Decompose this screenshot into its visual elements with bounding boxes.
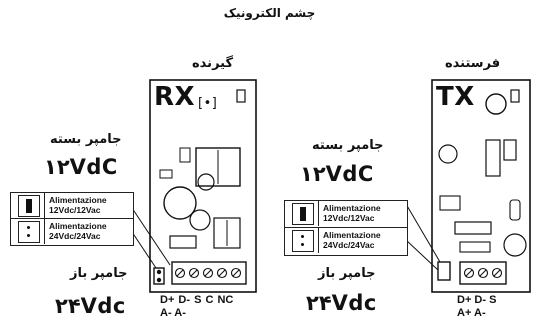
transmitter-pins-top: D+ D- S (457, 294, 497, 306)
open-jumper-icon (18, 221, 40, 243)
transmitter-closed-jumper-label: جامپر بسته (312, 138, 384, 153)
transmitter-pins-bottom: A+ A- (457, 307, 486, 319)
receiver-open-voltage: ۲۴Vdc (55, 294, 126, 318)
transmitter-terminal-screws (463, 267, 503, 279)
legend-row1-line2: 12Vdc/12Vac (49, 205, 101, 215)
transmitter-closed-voltage: ۱۲VdC (300, 162, 374, 186)
receiver-closed-jumper-label: جامپر بسته (50, 132, 122, 147)
receiver-board-label: RX (154, 82, 196, 112)
receiver-heading: گیرنده (192, 56, 234, 71)
legend-row2-line1: Alimentazione (323, 230, 381, 240)
legend-row1-line2: 12Vdc/12Vac (323, 213, 375, 223)
transmitter-open-jumper-label: جامپر باز (318, 266, 376, 281)
legend-row1-line1: Alimentazione (323, 203, 381, 213)
transmitter-leader-lines (405, 203, 441, 271)
transmitter-open-voltage: ۲۴Vdc (306, 291, 377, 315)
closed-jumper-icon (18, 195, 40, 217)
transmitter-heading: فرستنده (445, 56, 501, 71)
closed-jumper-icon (292, 203, 314, 225)
legend-row1-line1: Alimentazione (49, 195, 107, 205)
receiver-pins-top: D+ D- S C NC (160, 294, 234, 306)
receiver-closed-voltage: ۱۲VdC (44, 155, 118, 179)
transmitter-board-label: TX (436, 82, 475, 112)
receiver-sensor-icon: [•] (198, 96, 218, 111)
transmitter-board (431, 79, 531, 293)
open-jumper-icon (292, 230, 314, 252)
legend-row2-line2: 24Vdc/24Vac (49, 231, 101, 241)
legend-row2-line2: 24Vdc/24Vac (323, 240, 375, 250)
legend-row2-line1: Alimentazione (49, 221, 107, 231)
receiver-open-jumper-label: جامپر باز (70, 266, 128, 281)
receiver-board (149, 79, 257, 293)
diagram-title: چشم الکترونیک (223, 6, 316, 20)
receiver-leader-lines (131, 207, 171, 269)
receiver-pins-bottom: A- A- (160, 307, 186, 319)
receiver-terminal-screws (174, 267, 242, 279)
